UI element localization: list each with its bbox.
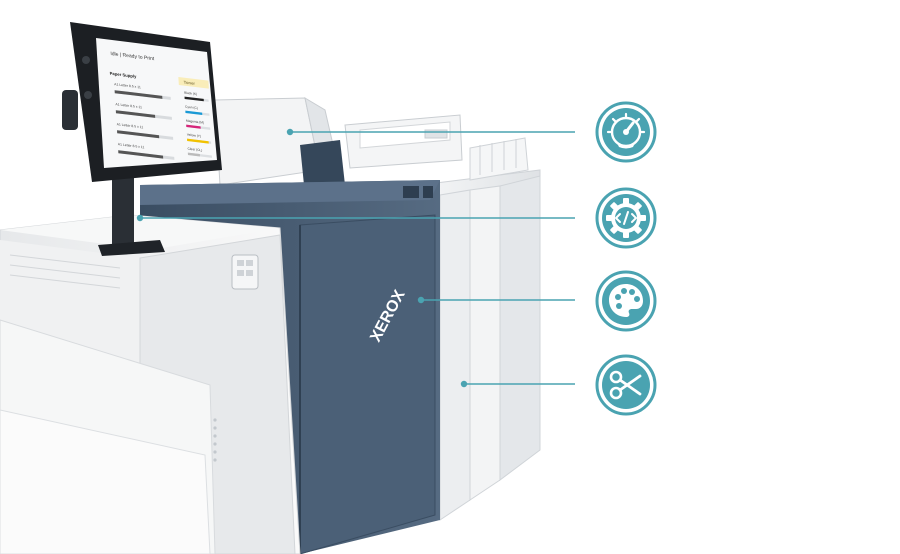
tray-label: A1 Letter 8.5 x 11 bbox=[114, 82, 141, 89]
palette-icon bbox=[595, 270, 657, 332]
feeder-module bbox=[0, 214, 301, 554]
toner-rows: Black (K) Cyan (C) Magenta (M) Yellow (Y) Cl… bbox=[184, 91, 213, 158]
output-tray bbox=[344, 114, 463, 169]
toner-label: Yellow (Y) bbox=[187, 133, 201, 139]
tray-level-bar bbox=[115, 110, 156, 118]
tray-label: A1 Letter 8.5 x 11 bbox=[118, 142, 145, 149]
callout-lines bbox=[136, 128, 575, 388]
toner-hopper bbox=[214, 96, 345, 195]
touch-screen[interactable] bbox=[70, 22, 222, 182]
toner-level-bar bbox=[187, 138, 209, 144]
tray-label: A1 Letter 8.5 x 11 bbox=[117, 122, 144, 129]
callout-anchor-gauge bbox=[286, 128, 294, 136]
tray-label: A1 Letter 8.5 x 11 bbox=[115, 102, 142, 109]
toner-label: Magenta (M) bbox=[186, 119, 204, 125]
screen-ui: Idle | Ready to Print Paper Supply Toner… bbox=[109, 51, 213, 160]
toner-level-bar bbox=[187, 152, 201, 157]
screen-paper-supply-title: Paper Supply bbox=[109, 71, 137, 79]
gauge-icon-badge[interactable] bbox=[592, 98, 660, 166]
callout-anchor-gear bbox=[136, 214, 144, 222]
callout-anchor-scissors bbox=[460, 380, 468, 388]
tray-level-bar bbox=[117, 130, 160, 139]
gear-code-icon-badge[interactable] bbox=[592, 184, 660, 252]
tray-level-bar bbox=[114, 90, 163, 99]
scissors-icon-badge[interactable] bbox=[592, 351, 660, 419]
toner-level-bar bbox=[185, 110, 203, 116]
toner-label: Cyan (C) bbox=[185, 105, 198, 111]
toner-level-bar bbox=[186, 124, 201, 129]
screen-stand bbox=[62, 90, 165, 256]
palette-icon-badge[interactable] bbox=[592, 267, 660, 335]
tray-rows: A1 Letter 8.5 x 11 A1 Letter 8.5 x 11 A1 L… bbox=[114, 82, 175, 160]
toner-label: Black (K) bbox=[184, 91, 197, 97]
toner-level-bar bbox=[184, 96, 204, 102]
gear-code-icon bbox=[595, 187, 657, 249]
gauge-icon bbox=[595, 101, 657, 163]
toner-label: Clear (CL) bbox=[188, 147, 203, 153]
screen-status-text: Idle | Ready to Print bbox=[110, 51, 155, 62]
callout-anchor-palette bbox=[417, 296, 425, 304]
tray-level-bar bbox=[118, 150, 164, 159]
scissors-icon bbox=[595, 354, 657, 416]
